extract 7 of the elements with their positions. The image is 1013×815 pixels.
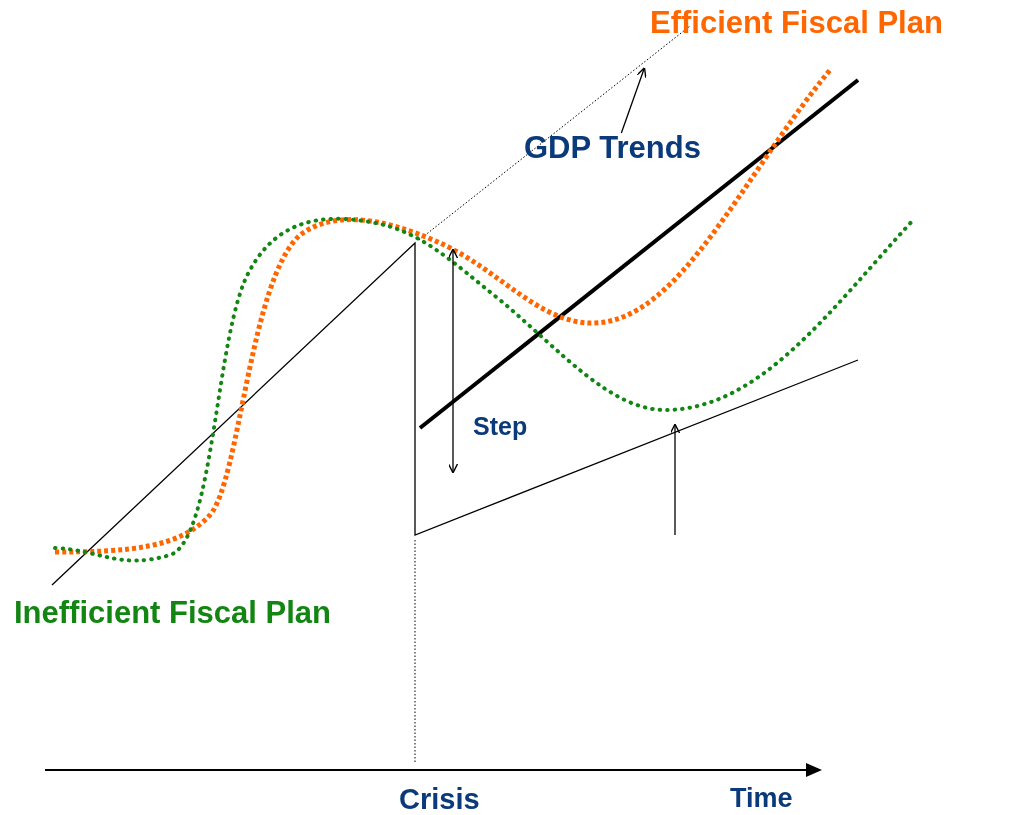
trend-label: GDP Trends <box>524 131 701 166</box>
leader-arrow <box>620 67 647 134</box>
axis-label: Time <box>730 784 793 814</box>
plan-label: Efficient Fiscal Plan <box>650 6 943 41</box>
step-label: Step <box>473 413 528 441</box>
axis-label: Crisis <box>399 784 480 815</box>
plan-label: Inefficient Fiscal Plan <box>14 596 331 631</box>
